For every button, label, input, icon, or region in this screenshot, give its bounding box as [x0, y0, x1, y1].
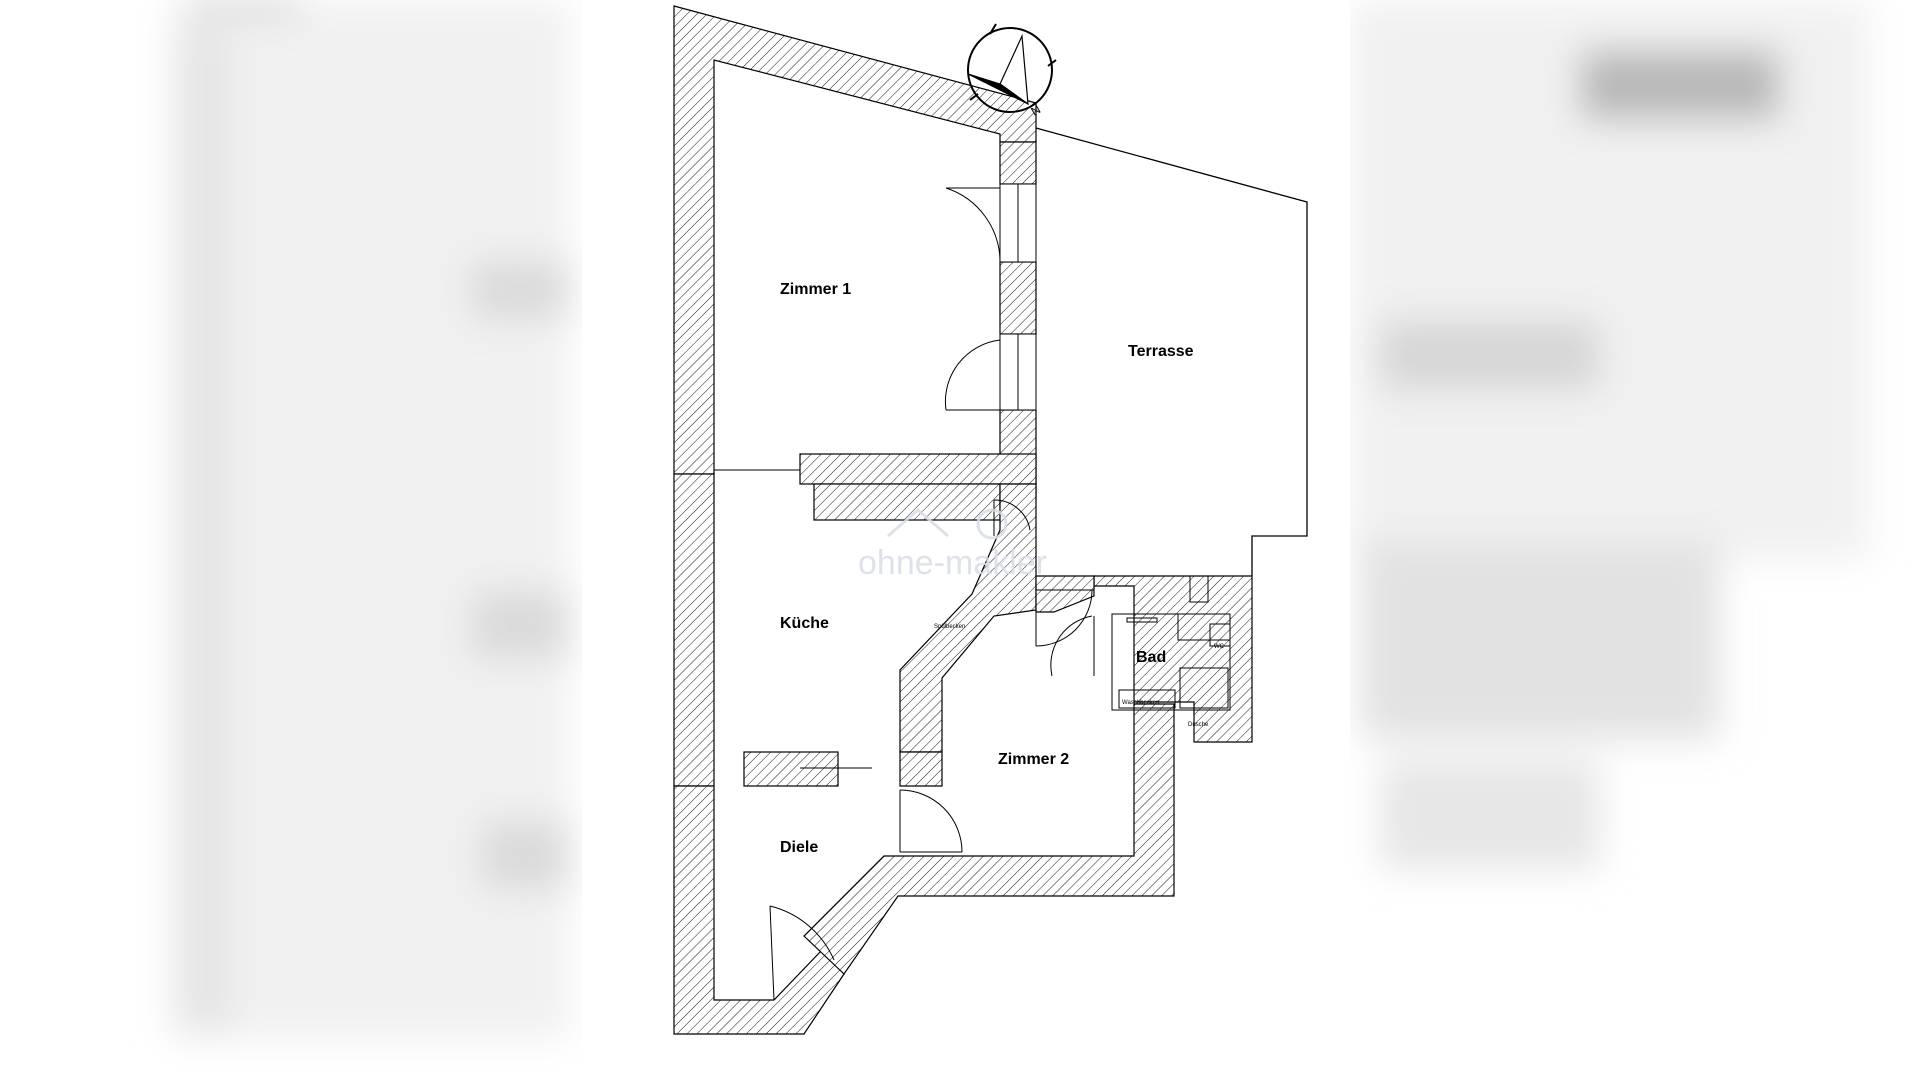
- room-labels: Zimmer 1 Terrasse Küche Bad Zimmer 2 Die…: [780, 281, 1194, 856]
- fixture-label-waschbecken: Waschbecken: [1122, 700, 1159, 706]
- fixture-label-dusche: Dusche: [1188, 722, 1209, 728]
- floor-plan-panel: N ohne-makler Zimmer 1 Terrasse Küche Ba…: [582, 0, 1350, 1080]
- doors: [769, 183, 1095, 1001]
- exterior-walls: [673, 5, 1253, 1035]
- room-label-kueche: Küche: [780, 615, 829, 632]
- fixture-label-spuelbecken: Spülbecken: [934, 624, 965, 630]
- room-outlines: [714, 469, 1231, 787]
- interior-walls: [743, 141, 1095, 787]
- room-label-diele: Diele: [780, 839, 818, 856]
- watermark: ohne-makler: [858, 508, 1047, 582]
- room-label-bad: Bad: [1136, 649, 1166, 666]
- compass: N: [967, 23, 1057, 119]
- floor-plan: N ohne-makler Zimmer 1 Terrasse Küche Ba…: [673, 5, 1308, 1035]
- room-label-terrasse: Terrasse: [1128, 343, 1194, 360]
- fixture-label-wc: WC: [1214, 644, 1225, 650]
- room-label-zimmer-1: Zimmer 1: [780, 281, 851, 298]
- room-label-zimmer-2: Zimmer 2: [998, 751, 1069, 768]
- watermark-text: ohne-makler: [858, 544, 1047, 582]
- terrace-outline: [1035, 127, 1308, 576]
- fixture-labels: Spülbecken WC Waschbecken Dusche: [934, 624, 1225, 728]
